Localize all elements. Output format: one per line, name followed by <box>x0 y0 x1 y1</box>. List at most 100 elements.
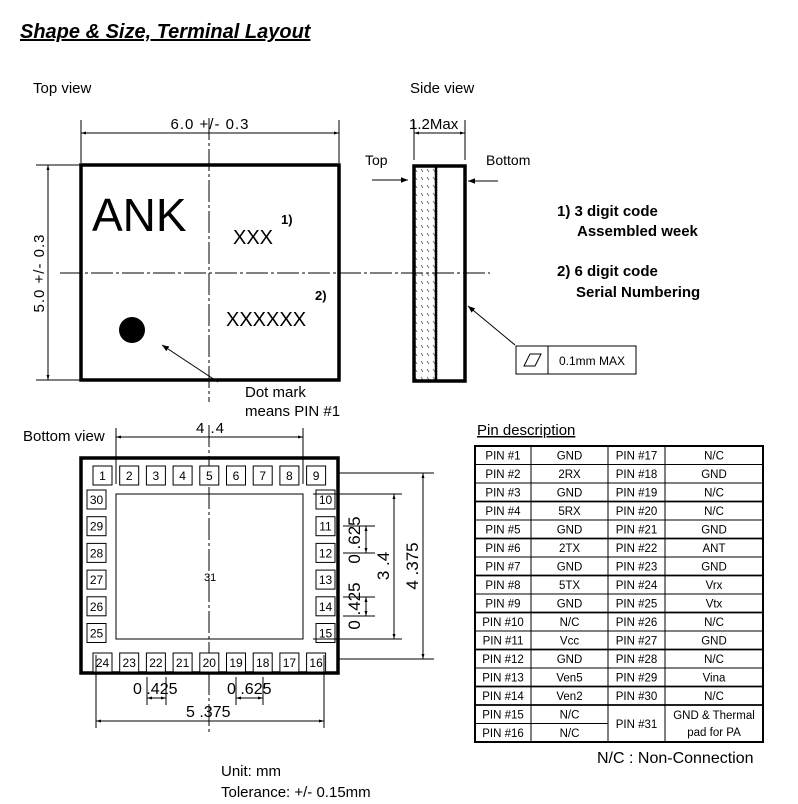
pin-number-cell: PIN #27 <box>616 636 658 648</box>
pad-7: 7 <box>252 465 273 486</box>
pin-number-cell: PIN #4 <box>485 506 521 518</box>
pin-number-cell: PIN #30 <box>616 691 658 703</box>
height-dimension: 5.0 +/- 0.3 <box>31 234 48 313</box>
pin-function-cell: N/C <box>704 617 724 629</box>
pad-number: 3 <box>153 469 160 483</box>
side-view: Side view 1.2Max Top Bottom 0.1mm MAX <box>365 80 637 383</box>
pin-function-cell: Vcc <box>560 636 579 648</box>
pad-19: 19 <box>226 652 246 673</box>
pad-number: 23 <box>123 656 137 670</box>
pad-number: 4 <box>179 469 186 483</box>
pad-29: 29 <box>86 516 107 537</box>
pad-18: 18 <box>252 652 273 673</box>
week-code: XXX <box>233 227 273 249</box>
pin-table-heading: Pin description <box>477 422 575 439</box>
pad-6: 6 <box>226 465 246 486</box>
pin-function-cell: GND <box>701 469 727 481</box>
pin-number-cell: PIN #29 <box>616 673 658 685</box>
pad-12: 12 <box>315 542 336 563</box>
dot-note-line1: Dot mark <box>245 384 306 401</box>
pin1-dot-mark <box>119 317 145 343</box>
pad-number: 27 <box>90 573 104 587</box>
pad-number: 14 <box>319 600 333 614</box>
top-view: Top view 6.0 +/- 0.3 5.0 +/- 0.3 ANK XXX… <box>31 80 490 420</box>
pad-15: 15 <box>315 623 336 643</box>
center-pad-number: 31 <box>204 572 216 584</box>
pin-function-cell: N/C <box>560 617 580 629</box>
pin-function-cell: GND <box>701 636 727 648</box>
pad-25: 25 <box>86 623 107 643</box>
pad-2: 2 <box>119 465 140 486</box>
pin-function-cell: N/C <box>704 654 724 666</box>
pin-number-cell: PIN #13 <box>482 673 524 685</box>
pad-number: 21 <box>176 656 190 670</box>
pad-number: 30 <box>90 493 104 507</box>
pin-number-cell: PIN #21 <box>616 525 658 537</box>
note2-title: 2) 6 digit code <box>557 263 658 280</box>
pin-function-cell: GND <box>701 562 727 574</box>
pin-number-cell: PIN #23 <box>616 562 658 574</box>
pad-number: 1 <box>99 469 106 483</box>
pin31-label: PIN #31 <box>616 719 658 731</box>
pad-16: 16 <box>306 652 327 673</box>
pad-number: 24 <box>96 656 110 670</box>
pad-13: 13 <box>315 569 336 590</box>
width-dimension: 6.0 +/- 0.3 <box>171 116 250 133</box>
pin-number-cell: PIN #26 <box>616 617 658 629</box>
dim-pad-height: 3 .4 <box>374 552 393 580</box>
unit-note: Unit: mm <box>221 763 281 780</box>
serial-code-ref: 2) <box>315 288 327 303</box>
pin-number-cell: PIN #1 <box>485 451 520 463</box>
pad-17: 17 <box>279 652 300 673</box>
pin-number-cell: PIN #24 <box>616 580 658 592</box>
note1-title: 1) 3 digit code <box>557 203 658 220</box>
pad-number: 28 <box>90 546 104 560</box>
serial-code: XXXXXX <box>226 309 306 331</box>
pad-5: 5 <box>199 465 220 486</box>
pad-8: 8 <box>279 465 300 486</box>
pin-number-cell: PIN #18 <box>616 469 658 481</box>
pin-function-cell: N/C <box>704 488 724 500</box>
pin-function-cell: GND <box>557 488 583 500</box>
pad-22: 22 <box>145 652 166 673</box>
pin-function-cell: N/C <box>560 728 580 740</box>
pad-number: 2 <box>126 469 133 483</box>
week-code-ref: 1) <box>281 212 293 227</box>
top-view-label: Top view <box>33 80 92 97</box>
dim-pitch-h: 0 .625 <box>227 681 272 698</box>
pad-number: 15 <box>319 627 333 641</box>
pad-number: 6 <box>233 469 240 483</box>
flatness-leader <box>467 305 516 346</box>
pad-30: 30 <box>86 489 107 510</box>
pad-27: 27 <box>86 569 107 590</box>
pin-number-cell: PIN #7 <box>485 562 520 574</box>
pad-9: 9 <box>306 465 327 486</box>
bottom-view-label: Bottom view <box>23 428 105 445</box>
pad-number: 12 <box>319 546 333 560</box>
pin-function-cell: Vrx <box>706 580 723 592</box>
pad-number: 22 <box>149 656 163 670</box>
pin-function-cell: 5RX <box>558 506 581 518</box>
pin-function-cell: GND <box>557 562 583 574</box>
pin-function-cell: Ven5 <box>556 673 582 685</box>
flatness-parallelogram-icon <box>523 353 542 367</box>
pad-20: 20 <box>199 652 220 673</box>
note1-desc: Assembled week <box>577 223 699 240</box>
pad-number: 26 <box>90 600 104 614</box>
pin-function-cell: 5TX <box>559 580 580 592</box>
dot-note-line2: means PIN #1 <box>245 403 340 420</box>
dim-pad-width: 4 .4 <box>196 420 225 437</box>
pad-number: 10 <box>319 493 333 507</box>
pin-number-cell: PIN #12 <box>482 654 524 666</box>
